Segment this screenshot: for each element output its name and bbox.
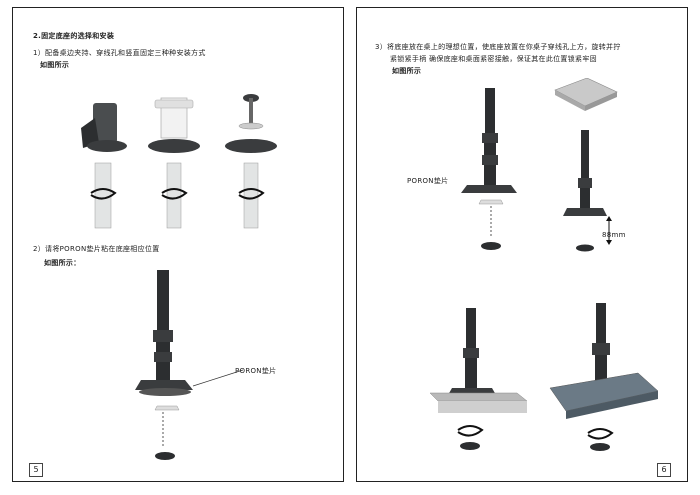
step1-caption: 如图所示 xyxy=(40,61,70,69)
poron-pad-illustration xyxy=(135,270,244,460)
step3-text-line2: 紧锁紧手柄 确保底座和桌面紧密接触，保证其在此位置锁紧牢固 xyxy=(390,55,597,63)
page-number: 5 xyxy=(29,463,43,477)
step2-text: 2）请将PORON垫片粘在底座相应位置 xyxy=(33,245,160,253)
dimension-label: 88mm xyxy=(602,231,626,239)
poron-label: PORON垫片 xyxy=(235,367,277,375)
left-page: 2.固定底座的选择和安装 1）配备桌边夹持、穿线孔和竖直固定三种种安装方式 如图… xyxy=(12,7,344,482)
step1-text: 1）配备桌边夹持、穿线孔和竖直固定三种种安装方式 xyxy=(33,49,206,57)
step3-caption: 如图所示 xyxy=(392,67,422,75)
step2-caption: 如图所示： xyxy=(44,259,81,267)
page-number-right: 6 xyxy=(657,463,671,477)
section-title: 2.固定底座的选择和安装 xyxy=(33,32,115,40)
poron-label-right: PORON垫片 xyxy=(407,177,449,185)
step3-text-line1: 3）将底座放在桌上的理想位置，使底座放置在你桌子穿线孔上方，旋转并拧 xyxy=(375,43,621,51)
mounted-dark-desk-illustration xyxy=(549,303,659,451)
grommet-option xyxy=(148,97,200,229)
right-page: 3）将底座放在桌上的理想位置，使底座放置在你桌子穿线孔上方，旋转并拧 紧锁紧手柄… xyxy=(356,7,688,482)
mounted-light-desk-illustration xyxy=(429,308,528,450)
bolt-through-option xyxy=(225,94,277,229)
desk-plate-illustration xyxy=(554,78,618,252)
exploded-pole-illustration xyxy=(461,88,517,250)
mounting-options-illustration xyxy=(81,94,277,229)
desk-clamp-option xyxy=(81,103,127,229)
